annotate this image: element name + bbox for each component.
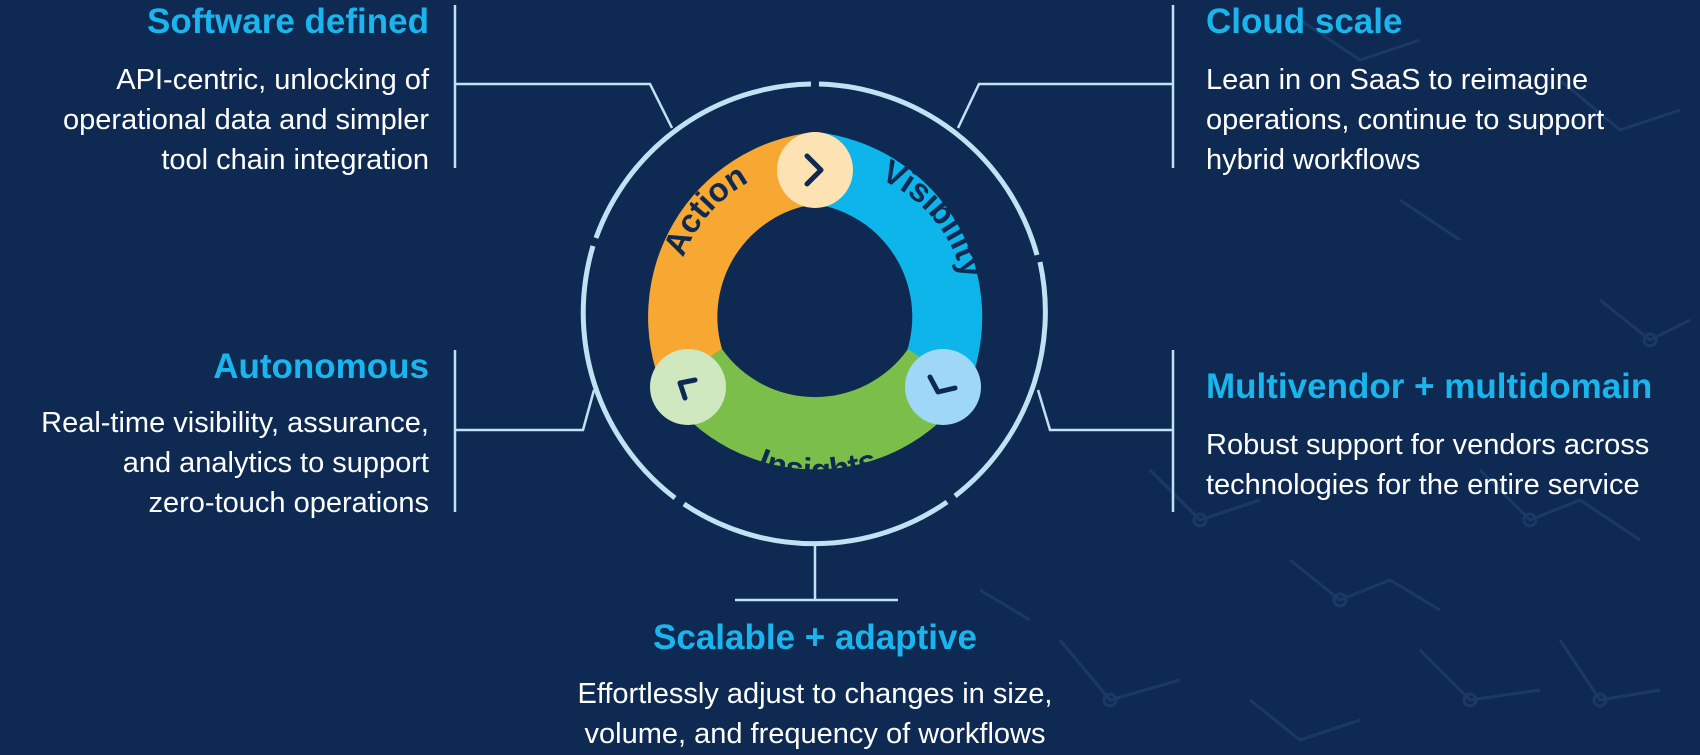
- software-defined-block: Software defined API-centric, unlocking …: [0, 0, 429, 180]
- action-segment: [648, 132, 815, 390]
- insights-segment: [663, 349, 968, 470]
- connector-scalable: [735, 545, 898, 602]
- multivendor-block: Multivendor + multidomain Robust support…: [1206, 367, 1700, 505]
- connector-multivendor: [1036, 350, 1175, 512]
- cloud-scale-block: Cloud scale Lean in on SaaS to reimagine…: [1206, 0, 1686, 180]
- chevron-right-icon: [777, 132, 853, 208]
- outer-ring: [580, 81, 1048, 547]
- connector-cloud: [956, 5, 1175, 168]
- chevron-up-left-icon: [650, 349, 726, 425]
- scalable-adaptive-block: Scalable + adaptive Effortlessly adjust …: [515, 618, 1115, 754]
- connector-autonomous: [453, 350, 596, 512]
- autonomous-description: Real-time visibility, assurance, and ana…: [41, 407, 429, 519]
- connector-software: [453, 5, 674, 168]
- visibility-segment: [815, 132, 983, 393]
- scalable-adaptive-title: Scalable + adaptive: [653, 618, 977, 657]
- autonomous-title: Autonomous: [213, 347, 429, 386]
- software-defined-title: Software defined: [147, 2, 429, 41]
- cloud-scale-description: Lean in on SaaS to reimagine operations,…: [1206, 64, 1605, 176]
- multivendor-title: Multivendor + multidomain: [1206, 367, 1653, 406]
- cloud-scale-title: Cloud scale: [1206, 2, 1403, 41]
- software-defined-description: API-centric, unlocking of operational da…: [63, 64, 429, 176]
- autonomous-block: Autonomous Real-time visibility, assuran…: [0, 347, 429, 523]
- multivendor-description: Robust support for vendors across techno…: [1206, 429, 1650, 501]
- scalable-adaptive-description: Effortlessly adjust to changes in size, …: [577, 678, 1053, 750]
- chevron-down-left-icon: [905, 349, 981, 425]
